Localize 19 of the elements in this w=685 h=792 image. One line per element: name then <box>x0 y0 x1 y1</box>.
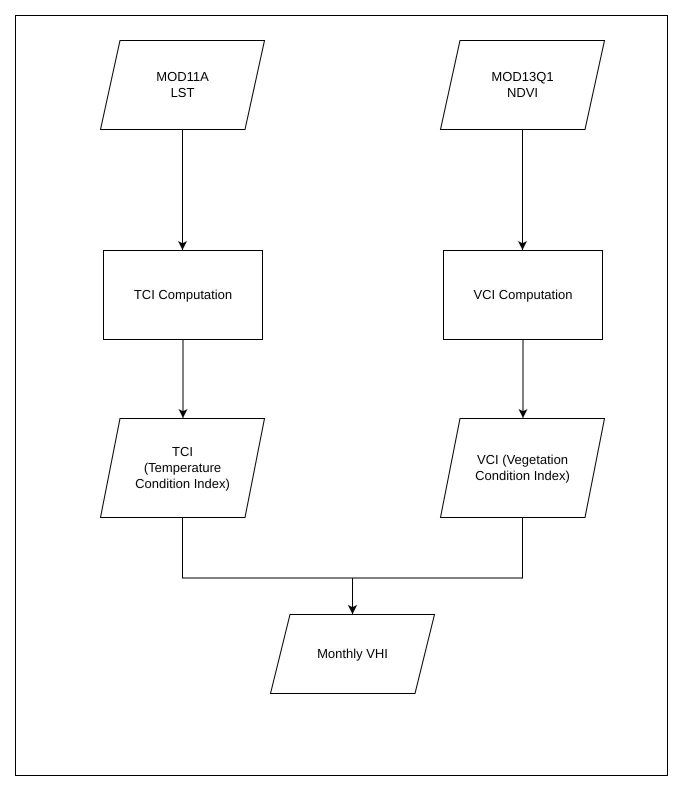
arrow <box>348 518 523 614</box>
node-label: TCI (Temperature Condition Index) <box>134 444 231 492</box>
data-parallelogram <box>270 614 435 694</box>
process-box <box>103 250 263 340</box>
data-parallelogram <box>100 418 265 518</box>
node-label: VCI Computation <box>474 287 572 303</box>
node-label: TCI Computation <box>134 287 232 303</box>
arrow <box>518 130 527 250</box>
arrow <box>178 130 187 250</box>
process-box <box>443 250 603 340</box>
data-parallelogram <box>440 40 605 130</box>
data-parallelogram <box>100 40 265 130</box>
node-label: Monthly VHI <box>317 646 388 662</box>
node-label: VCI (Vegetation Condition Index) <box>474 452 571 484</box>
node-label: MOD11A LST <box>155 69 210 101</box>
arrow <box>518 340 528 418</box>
arrow <box>178 340 188 418</box>
node-label: MOD13Q1 NDVI <box>490 69 555 101</box>
data-parallelogram <box>440 418 605 518</box>
